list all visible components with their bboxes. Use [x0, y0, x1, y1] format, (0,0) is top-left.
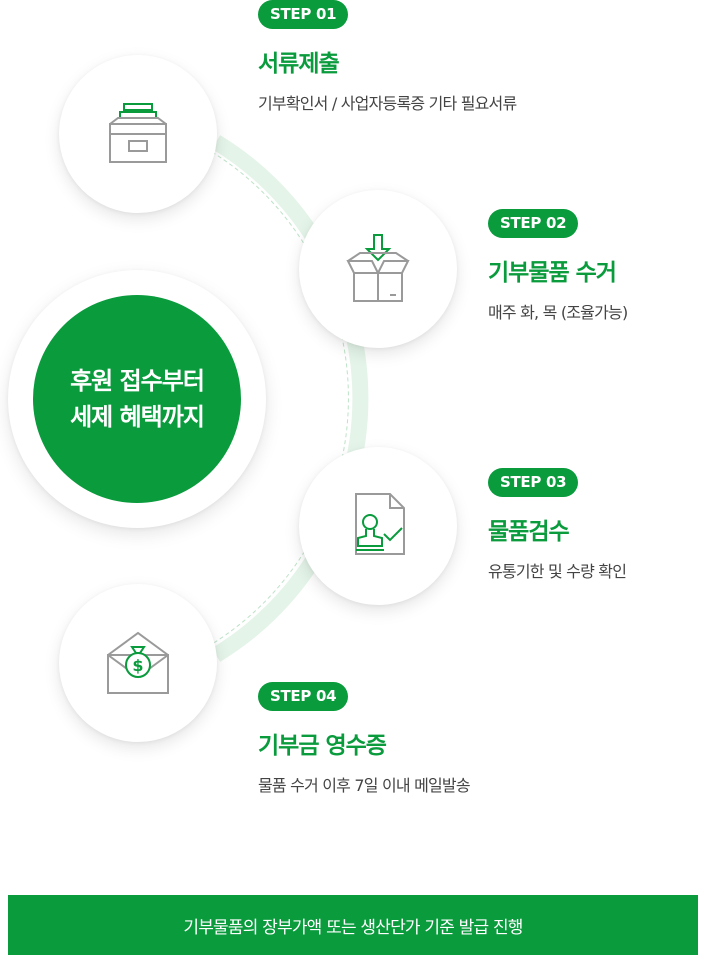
- step-badge: STEP 01: [258, 0, 349, 29]
- step-4: STEP 04 기부금 영수증 물품 수거 이후 7일 이내 메일발송: [258, 682, 471, 796]
- step-1-circle: [59, 55, 217, 213]
- step-4-circle: $: [59, 584, 217, 742]
- stamp-document-icon: [355, 493, 405, 555]
- step-title: 기부물품 수거: [488, 260, 617, 286]
- center-title-line2: 세제 혜택까지: [70, 403, 205, 431]
- center-circle: 후원 접수부터 세제 혜택까지: [33, 295, 241, 503]
- step-1: STEP 01 서류제출 기부확인서 / 사업자등록증 기타 필요서류: [258, 0, 517, 114]
- step-description: 기부확인서 / 사업자등록증 기타 필요서류: [258, 94, 517, 113]
- step-title: 서류제출: [258, 51, 340, 77]
- step-description: 유통기한 및 수량 확인: [488, 562, 627, 581]
- step-3-circle: [299, 447, 457, 605]
- step-badge: STEP 03: [488, 468, 579, 497]
- step-2-circle: [299, 190, 457, 348]
- step-description: 매주 화, 목 (조율가능): [488, 303, 628, 322]
- step-title: 물품검수: [488, 519, 570, 545]
- footer-notice-bar: 기부물품의 장부가액 또는 생산단가 기준 발급 진행: [8, 895, 698, 955]
- step-badge: STEP 02: [488, 209, 579, 238]
- money-envelope-icon: $: [107, 631, 169, 694]
- svg-text:$: $: [132, 656, 143, 675]
- footer-notice-text: 기부물품의 장부가액 또는 생산단가 기준 발급 진행: [183, 917, 523, 938]
- archive-box-icon: [109, 103, 167, 163]
- center-title-line1: 후원 접수부터: [70, 367, 205, 395]
- box-download-icon: [346, 234, 410, 302]
- step-badge: STEP 04: [258, 682, 349, 711]
- step-2: STEP 02 기부물품 수거 매주 화, 목 (조율가능): [488, 209, 628, 323]
- step-3: STEP 03 물품검수 유통기한 및 수량 확인: [488, 468, 627, 582]
- step-description: 물품 수거 이후 7일 이내 메일발송: [258, 776, 471, 795]
- step-title: 기부금 영수증: [258, 733, 387, 759]
